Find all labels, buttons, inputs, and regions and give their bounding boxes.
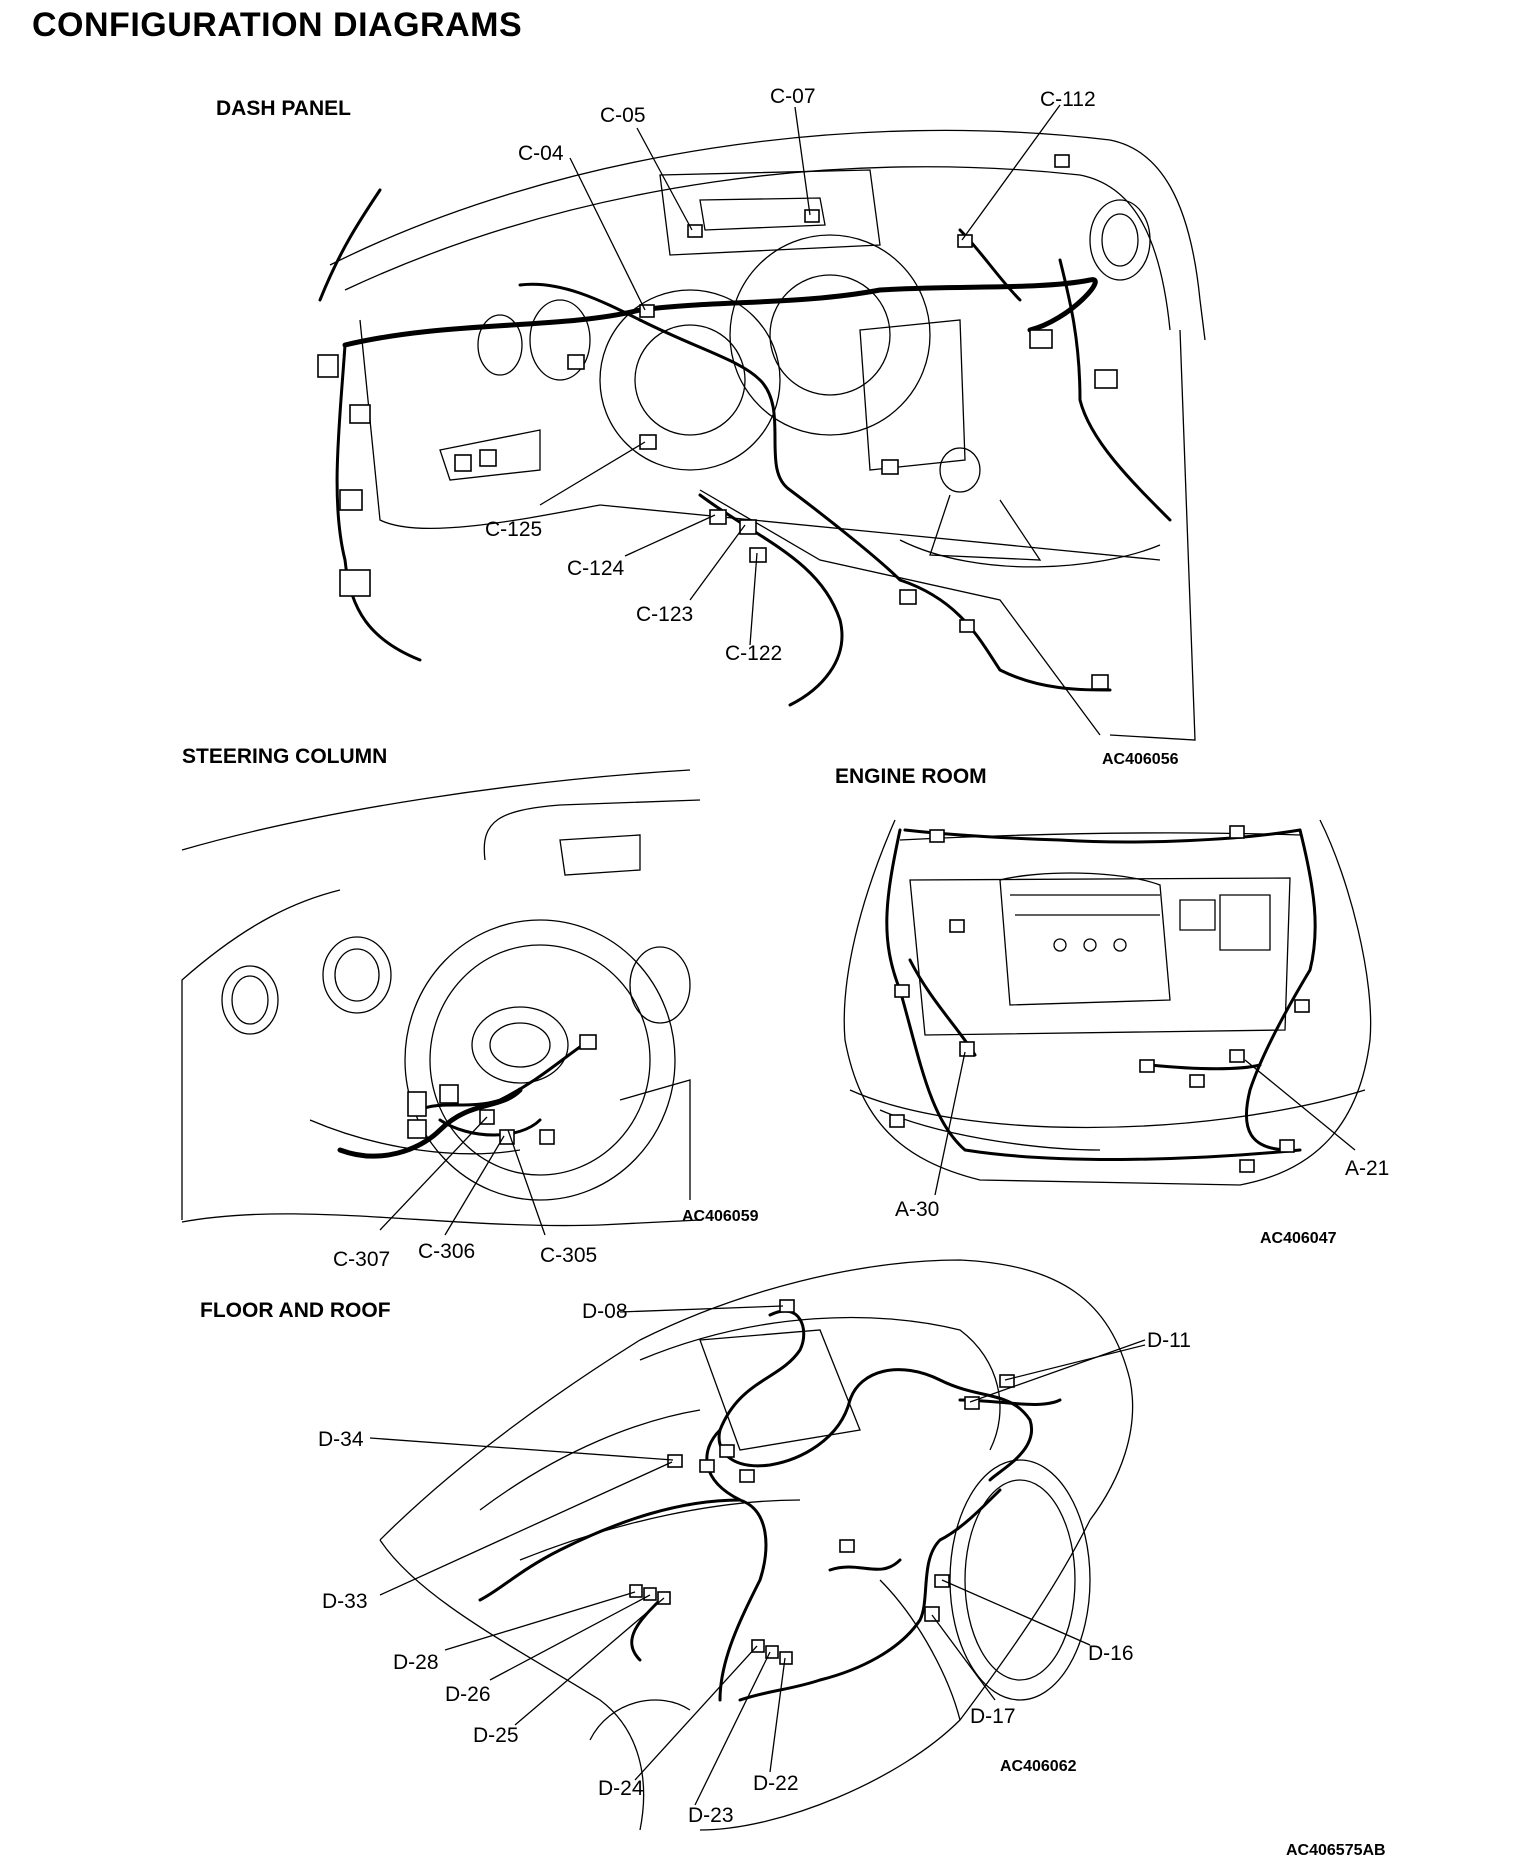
figure-code: AC406575AB bbox=[1286, 1842, 1386, 1859]
label-c-307: C-307 bbox=[333, 1248, 390, 1271]
floor-and-roof-figure-code: AC406062 bbox=[1000, 1758, 1077, 1775]
dash-panel-diagram: DASH PANEL AC406056 bbox=[216, 85, 1206, 768]
label-c-112: C-112 bbox=[1040, 88, 1096, 111]
page-title: CONFIGURATION DIAGRAMS bbox=[32, 6, 523, 44]
label-d-11: D-11 bbox=[1147, 1329, 1191, 1352]
steering-column-label: STEERING COLUMN bbox=[182, 745, 387, 768]
label-d-08: D-08 bbox=[582, 1300, 628, 1323]
label-d-24: D-24 bbox=[598, 1777, 644, 1800]
steering-column-diagram: STEERING COLUMN AC406059 C-307 C-306 bbox=[181, 745, 759, 1271]
floor-and-roof-label: FLOOR AND ROOF bbox=[200, 1299, 391, 1322]
engine-room-diagram: ENGINE ROOM AC406047 A-30 bbox=[835, 765, 1389, 1247]
label-c-07: C-07 bbox=[770, 85, 816, 108]
label-a-30: A-30 bbox=[895, 1198, 939, 1221]
steering-column-figure-code: AC406059 bbox=[682, 1208, 759, 1225]
label-c-122: C-122 bbox=[725, 642, 782, 665]
floor-and-roof-diagram: FLOOR AND ROOF AC406062 bbox=[200, 1259, 1191, 1831]
label-d-33: D-33 bbox=[322, 1590, 368, 1613]
label-c-305: C-305 bbox=[540, 1244, 597, 1267]
dash-panel-label: DASH PANEL bbox=[216, 97, 351, 120]
label-d-17: D-17 bbox=[970, 1705, 1016, 1728]
label-c-123: C-123 bbox=[636, 603, 693, 626]
label-d-28: D-28 bbox=[393, 1651, 439, 1674]
label-d-22: D-22 bbox=[753, 1772, 799, 1795]
label-c-124: C-124 bbox=[567, 557, 625, 580]
label-c-05: C-05 bbox=[600, 104, 646, 127]
engine-room-figure-code: AC406047 bbox=[1260, 1230, 1337, 1247]
label-a-21: A-21 bbox=[1345, 1157, 1389, 1180]
dash-panel-figure-code: AC406056 bbox=[1102, 751, 1179, 768]
label-d-26: D-26 bbox=[445, 1683, 491, 1706]
label-d-16: D-16 bbox=[1088, 1642, 1134, 1665]
label-c-04: C-04 bbox=[518, 142, 564, 165]
label-d-34: D-34 bbox=[318, 1428, 364, 1451]
label-c-306: C-306 bbox=[418, 1240, 475, 1263]
label-d-23: D-23 bbox=[688, 1804, 734, 1827]
label-c-125: C-125 bbox=[485, 518, 542, 541]
engine-room-label: ENGINE ROOM bbox=[835, 765, 987, 788]
label-d-25: D-25 bbox=[473, 1724, 519, 1747]
